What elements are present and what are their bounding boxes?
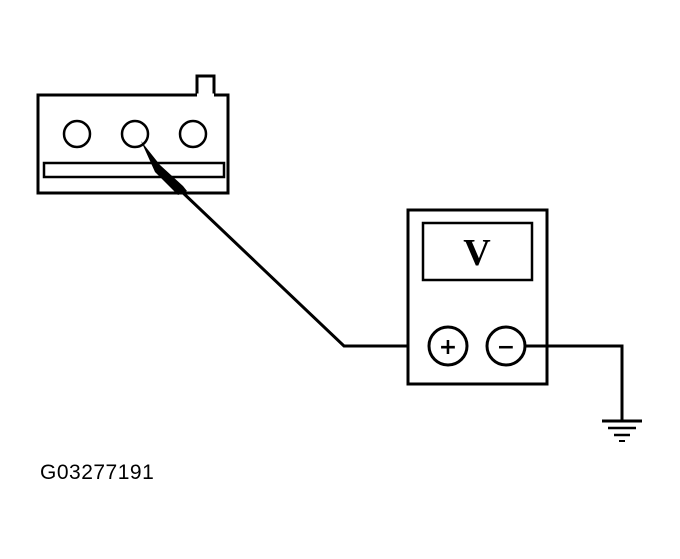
- voltmeter-display-symbol: V: [463, 232, 491, 274]
- connector-lock-tab: [195, 74, 216, 97]
- connector-latch-bar: [42, 161, 226, 179]
- figure-id: G03277191: [40, 461, 155, 484]
- test-probe-tip: [141, 141, 187, 195]
- ground-icon: [602, 419, 642, 442]
- positive-test-lead: [178, 188, 428, 348]
- connector-pin-2: [120, 119, 150, 149]
- voltmeter: V + −: [406, 208, 549, 386]
- voltmeter-display: [421, 221, 534, 282]
- negative-terminal-label: −: [497, 335, 515, 360]
- connector-pin-1: [62, 119, 92, 149]
- positive-terminal-label: +: [439, 335, 457, 360]
- negative-test-lead: [525, 344, 624, 420]
- connector-pin-3: [178, 119, 208, 149]
- positive-terminal: [427, 325, 469, 367]
- connector: [36, 74, 230, 195]
